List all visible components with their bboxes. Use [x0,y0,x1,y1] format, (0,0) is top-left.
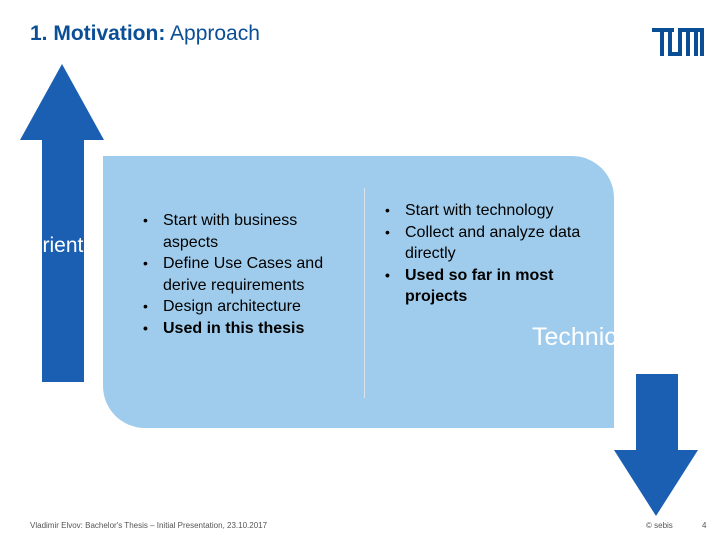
technical-approach-list: Start with technology Collect and analyz… [382,200,602,308]
slide-title: 1. Motivation: Approach [30,22,260,46]
list-item: Start with business aspects [140,210,332,253]
title-bold: 1. Motivation: [30,22,166,45]
footer-citation: Vladimir Elvov: Bachelor's Thesis – Init… [30,521,268,530]
panel-divider [364,188,365,398]
list-item: Start with technology [382,200,602,222]
arrow-up-icon [20,64,104,382]
list-item: Used so far in most projects [382,265,602,308]
list-item: Used in this thesis [140,318,332,340]
list-item: Collect and analyze data directly [382,222,602,265]
technically-label: Technically [532,323,655,351]
business-oriented-label: ness Orient [0,234,84,257]
list-item: Define Use Cases and derive requirements [140,253,332,296]
tum-logo [652,28,704,56]
title-rest: Approach [165,22,260,45]
business-approach-list: Start with business aspects Define Use C… [140,210,332,339]
page-number: 4 [702,521,707,530]
footer-copyright: © sebis [646,521,673,530]
list-item: Design architecture [140,296,332,318]
arrow-down-icon [614,374,698,516]
